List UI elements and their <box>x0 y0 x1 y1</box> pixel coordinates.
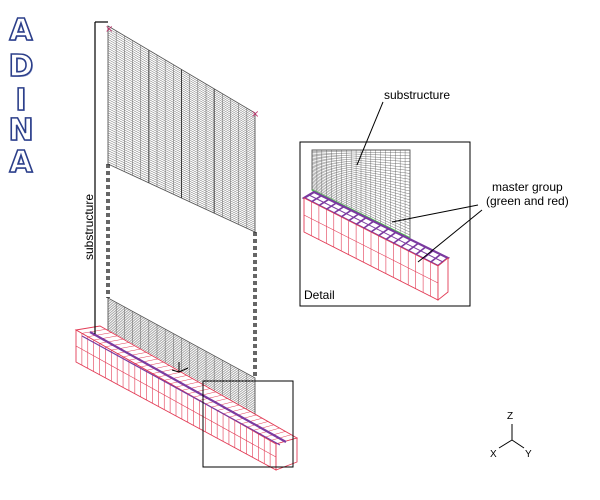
master-group-leader-1 <box>391 204 479 223</box>
upper-wall-mesh <box>107 25 256 233</box>
axis-y-label: Y <box>525 449 532 460</box>
detail-substructure-label: substructure <box>384 88 451 102</box>
detail-foundation-mesh <box>301 190 451 301</box>
logo-letter-i: I <box>15 83 28 118</box>
master-group-sublabel: (green and red) <box>486 194 569 208</box>
axis-z-label: Z <box>507 411 514 422</box>
corner-markers: × × <box>105 24 259 120</box>
master-group-label: master group <box>492 180 563 194</box>
detail-substructure-leader <box>356 101 384 166</box>
master-group-leader-2 <box>417 209 483 263</box>
substructure-vertical-label: substructure <box>82 193 97 261</box>
substructure-bracket <box>94 21 108 334</box>
foundation-mesh <box>74 325 299 471</box>
svg-text:×: × <box>105 24 113 35</box>
logo-letter-n: N <box>8 113 35 148</box>
logo-letter-a: A <box>9 13 34 48</box>
detail-inset <box>299 101 483 307</box>
origin-marker <box>171 362 189 373</box>
logo-letter-a2: A <box>9 145 34 180</box>
axis-x-label: X <box>490 449 497 460</box>
axis-triad <box>498 424 525 449</box>
detail-region-box <box>202 380 294 468</box>
svg-text:×: × <box>251 109 259 120</box>
logo-letter-d: D <box>8 49 35 84</box>
dashed-connectors <box>106 164 257 378</box>
detail-caption: Detail <box>304 288 335 302</box>
